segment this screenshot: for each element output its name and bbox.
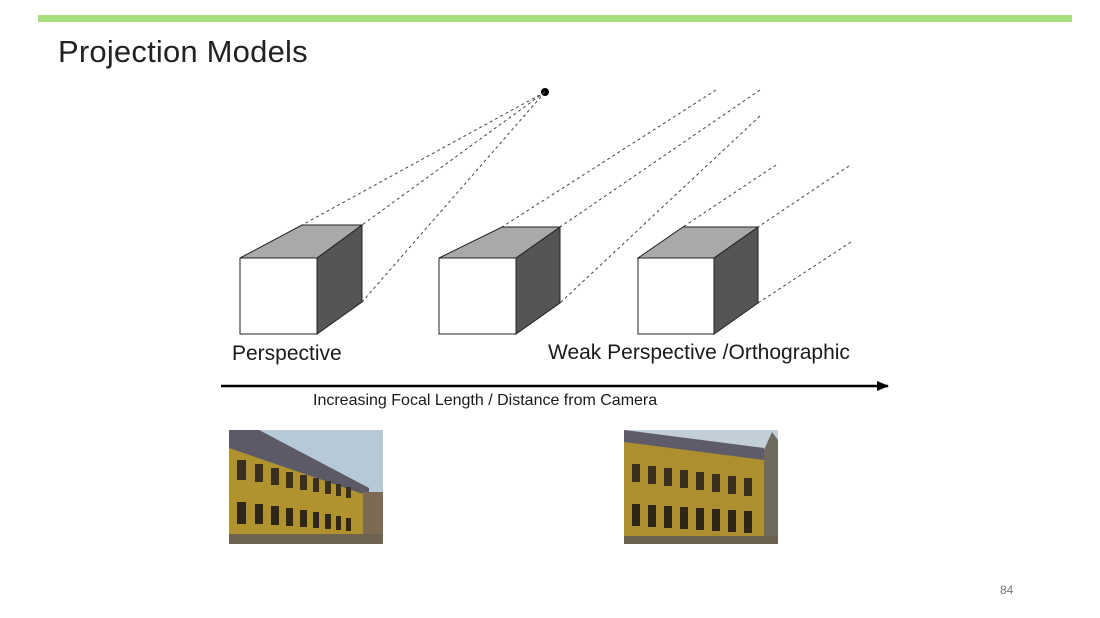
parallel-ray [682,164,777,228]
page-number: 84 [1000,583,1014,597]
perspective-rays [301,91,546,303]
perspective-ray [361,91,546,303]
cube-front-face [637,257,715,335]
perspective-ray [301,91,546,226]
perspective-ray [361,91,546,226]
parallel-ray [757,165,850,228]
cube-front-face [239,257,318,335]
accent-bar [38,15,1072,22]
axis-label: Increasing Focal Length / Distance from … [313,392,658,409]
intermediate-ray [559,89,761,228]
parallel-ray [757,241,852,304]
building-photo [229,430,383,544]
intermediate-ray [501,89,717,228]
cube-perspective [239,224,364,335]
building-photo-orthographic [624,430,778,544]
intermediate-rays [501,89,761,304]
label-perspective: Perspective [232,342,342,365]
slide-title: Projection Models [58,34,308,69]
building-photo-perspective [229,430,383,544]
cube-intermediate [438,226,562,335]
intermediate-ray [559,115,761,304]
parallel-rays [682,164,852,304]
building-photo [624,430,778,544]
cube-orthographic [636,226,760,335]
cube-front-face [438,257,517,335]
label-weak-perspective: Weak Perspective /Orthographic [548,341,850,364]
